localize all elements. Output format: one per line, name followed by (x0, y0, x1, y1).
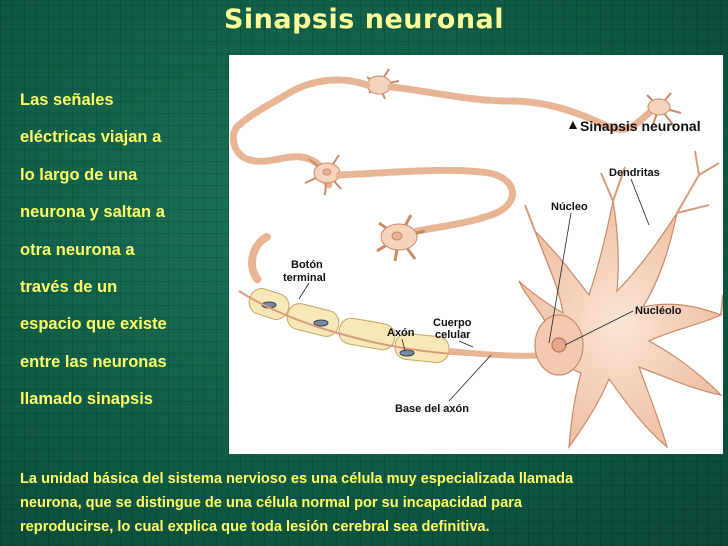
mid-axon (335, 166, 516, 235)
left-line: lo largo de una (20, 165, 138, 184)
left-line: eléctricas viajan a (20, 128, 162, 147)
bottom-line: reproducirse, lo cual explica que toda l… (20, 519, 490, 535)
label-base-axon: Base del axón (395, 403, 469, 415)
top-right-neuron (646, 92, 682, 128)
label-cuerpo-1: Cuerpo (433, 317, 472, 329)
center-neuron (376, 214, 426, 262)
left-line: través de un (20, 278, 118, 297)
neuron-illustration: ▲ Sinapsis neuronal Dendritas Núcleo Nuc… (229, 68, 723, 450)
bottom-line: La unidad básica del sistema nervioso es… (20, 471, 574, 487)
left-line: llamado sinapsis (20, 390, 153, 409)
label-dendritas: Dendritas (609, 167, 660, 179)
left-line: otra neurona a (20, 240, 135, 259)
left-line: entre las neuronas (20, 352, 167, 371)
myelinated-axon (238, 233, 470, 364)
label-nucleo: Núcleo (551, 201, 588, 213)
bottom-line: neurona, que se distingue de una célula … (20, 495, 522, 511)
label-nucleolo: Nucléolo (635, 305, 682, 317)
left-paragraph: Las señales eléctricas viajan a lo largo… (20, 82, 215, 419)
left-line: Las señales (20, 91, 114, 109)
label-boton-1: Botón (291, 259, 323, 271)
slide-title: Sinapsis neuronal (223, 4, 505, 35)
neuron-figure: ▲ Sinapsis neuronal Dendritas Núcleo Nuc… (229, 55, 723, 454)
main-neuron (518, 150, 723, 450)
axon-to-soma (448, 348, 550, 359)
label-cuerpo-2: celular (435, 329, 471, 341)
leader-lines (298, 178, 650, 402)
label-axon: Axón (387, 327, 415, 339)
caption-marker: ▲ (566, 116, 580, 132)
label-boton-2: terminal (283, 272, 326, 284)
figure-caption: Sinapsis neuronal (580, 118, 701, 134)
bottom-paragraph: La unidad básica del sistema nervioso es… (20, 467, 720, 539)
mid-left-neuron (304, 154, 342, 196)
figure-labels: ▲ Sinapsis neuronal Dendritas Núcleo Nuc… (283, 116, 701, 415)
left-line: neurona y saltan a (20, 203, 165, 222)
upper-neuron (366, 68, 400, 100)
left-line: espacio que existe (20, 315, 167, 334)
